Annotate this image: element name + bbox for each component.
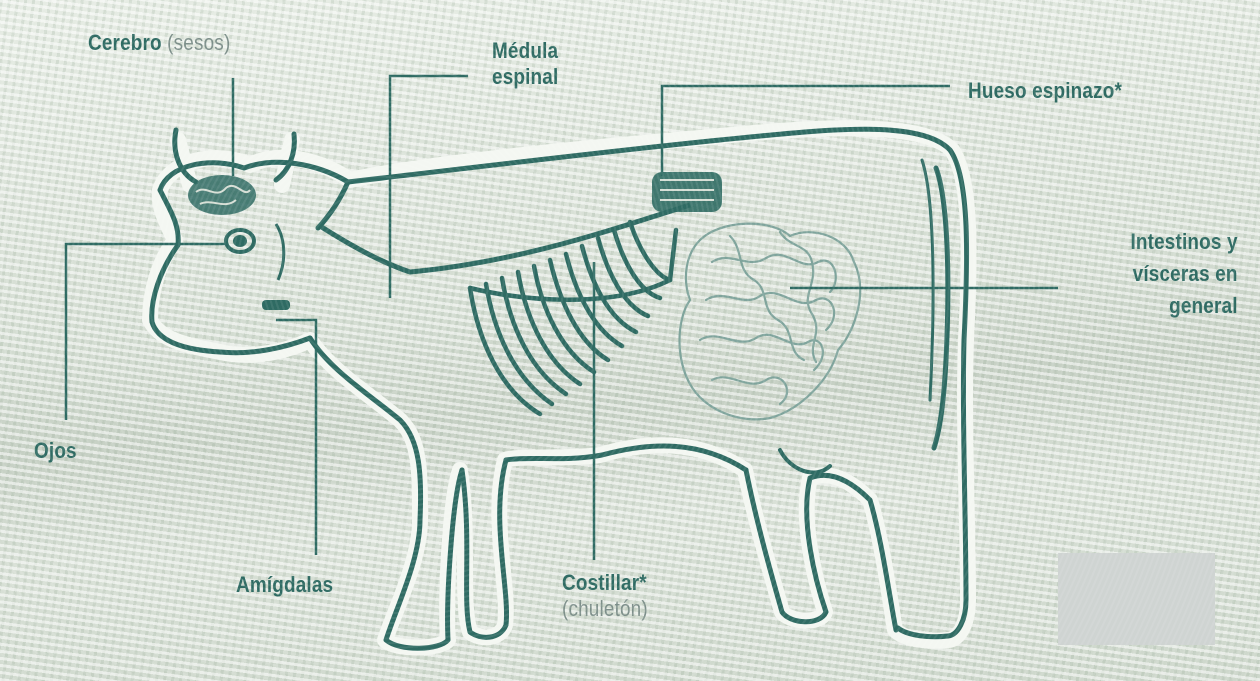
label-hueso-espinazo: Hueso espinazo* [968, 78, 1122, 104]
label-cerebro-main: Cerebro [88, 30, 162, 55]
label-intestinos-line2: vísceras en [1131, 258, 1238, 290]
label-ojos-main: Ojos [34, 438, 77, 463]
label-medula: Médula espinal [492, 38, 558, 90]
eye-mark [226, 224, 284, 280]
label-amigdalas-main: Amígdalas [236, 572, 333, 597]
label-costillar-note: (chuletón) [562, 596, 648, 622]
label-ojos: Ojos [34, 438, 77, 464]
label-costillar: Costillar* (chuletón) [562, 570, 648, 622]
grey-placeholder-box [1058, 553, 1215, 645]
label-medula-line2: espinal [492, 64, 558, 90]
spine-bone-mark [652, 172, 722, 212]
intestines-region [680, 224, 861, 420]
label-intestinos-line1: Intestinos y [1131, 226, 1238, 258]
rib-cage [470, 222, 676, 414]
label-intestinos: Intestinos y vísceras en general [1131, 226, 1238, 322]
label-amigdalas: Amígdalas [236, 572, 333, 598]
tonsil-mark [262, 300, 290, 310]
brain-region [188, 175, 256, 215]
label-intestinos-line3: general [1131, 290, 1238, 322]
label-costillar-main: Costillar* [562, 570, 648, 596]
label-hueso-main: Hueso espinazo* [968, 78, 1122, 103]
label-cerebro-note: (sesos) [167, 30, 230, 55]
label-cerebro: Cerebro (sesos) [88, 30, 230, 56]
label-medula-line1: Médula [492, 38, 558, 64]
